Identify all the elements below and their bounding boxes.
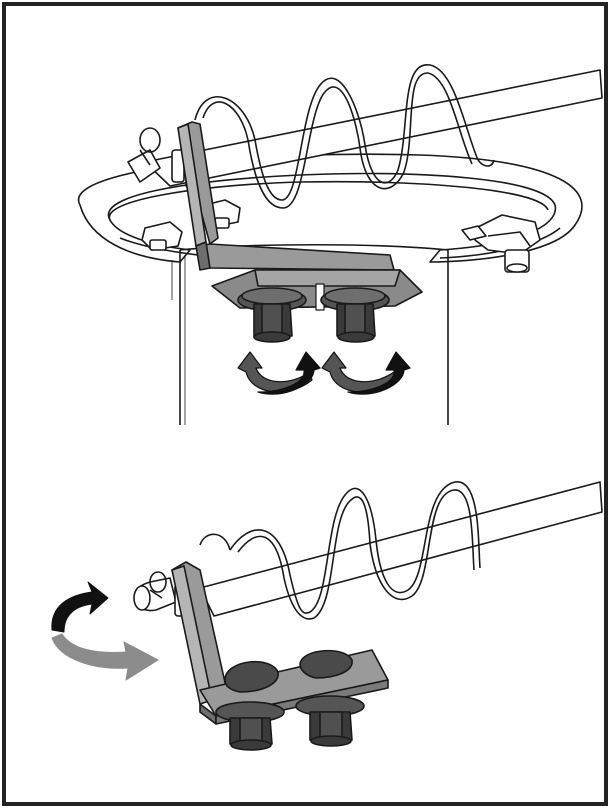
bottom-nut-right [295, 695, 365, 747]
top-nut-left [237, 287, 307, 343]
auger-spiral [194, 64, 495, 209]
auger-shaft [144, 69, 603, 187]
top-pin [127, 127, 161, 183]
bottom-bolt-heads [224, 649, 353, 693]
auger-shaft [199, 481, 603, 617]
bottom-nut-left [215, 701, 285, 751]
top-panel [77, 64, 603, 425]
top-nut-right [320, 287, 390, 343]
curved-arrow-icon [51, 581, 109, 633]
top-l-bracket [177, 121, 395, 271]
auger-spiral [199, 481, 481, 620]
rotate-arrows-icon [321, 351, 411, 395]
bottom-pin [133, 571, 177, 612]
bottom-panel [51, 481, 603, 751]
flange-bolt-right [461, 214, 541, 273]
curved-arrow-icon [51, 633, 159, 681]
rotate-arrows-icon [237, 351, 321, 395]
